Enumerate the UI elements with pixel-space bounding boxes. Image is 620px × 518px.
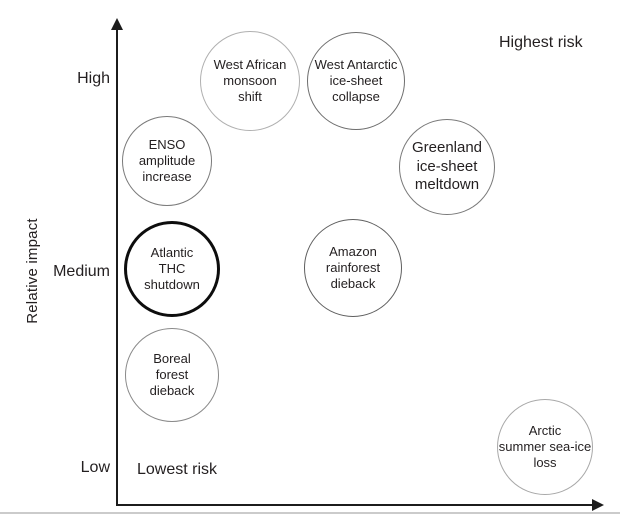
y-tick-low: Low [80,459,110,476]
highest-risk-label: Highest risk [499,34,583,51]
bottom-divider [0,512,620,514]
x-axis-arrow-icon [592,499,604,511]
lowest-risk-label: Lowest risk [137,461,218,478]
y-tick-high: High [77,70,110,87]
y-axis-line [116,27,118,505]
y-tick-medium: Medium [53,263,110,280]
x-axis-line [116,504,594,506]
y-axis-arrow-icon [111,18,123,30]
